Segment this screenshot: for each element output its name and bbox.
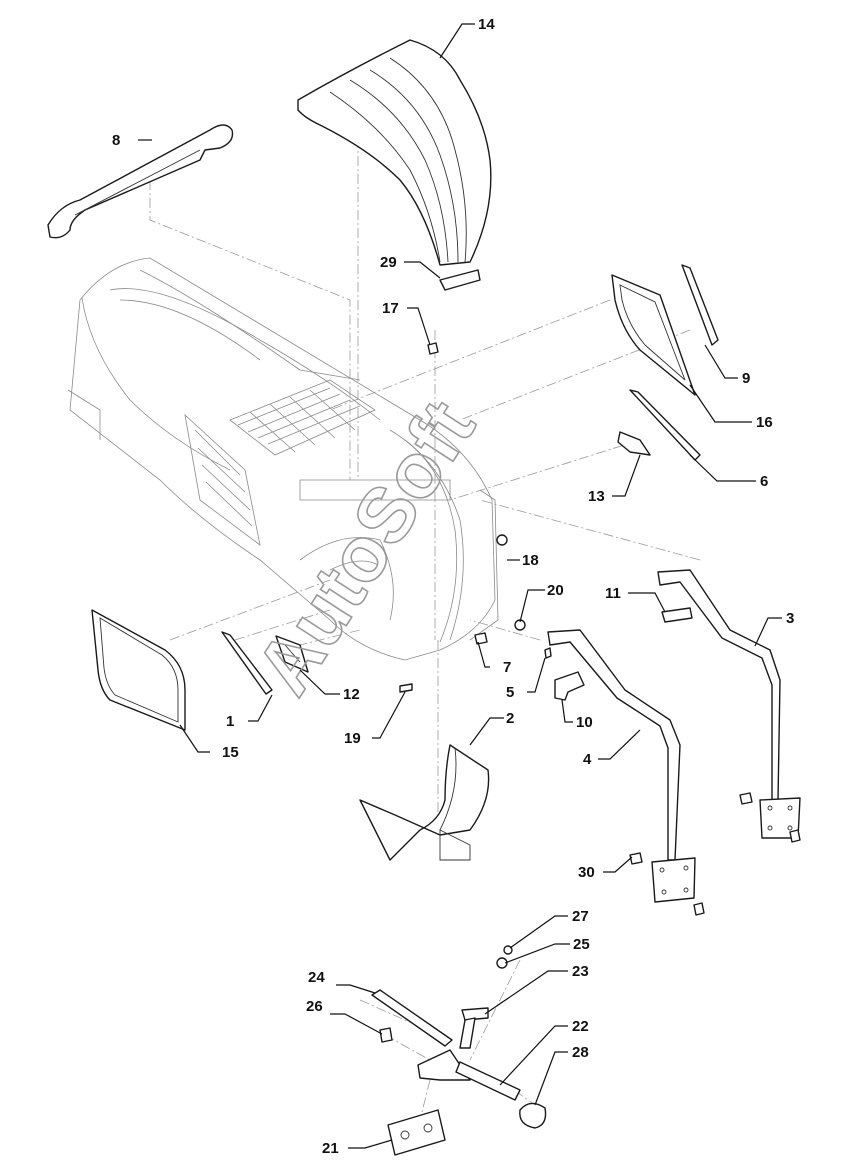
part-2-front-grille bbox=[359, 744, 490, 861]
callout-14: 14 bbox=[478, 16, 495, 33]
callout-2: 2 bbox=[506, 710, 514, 727]
callout-8: 8 bbox=[112, 132, 120, 149]
callout-1: 1 bbox=[226, 713, 234, 730]
callout-15: 15 bbox=[222, 744, 239, 761]
callout-28: 28 bbox=[572, 1044, 589, 1061]
callout-30: 30 bbox=[578, 864, 595, 881]
part-6-trim-strip bbox=[629, 389, 701, 461]
part-10-latch bbox=[554, 671, 585, 701]
callout-3: 3 bbox=[786, 610, 794, 627]
callout-19: 19 bbox=[344, 730, 361, 747]
hood-body bbox=[67, 257, 499, 661]
callout-18: 18 bbox=[522, 552, 539, 569]
callout-22: 22 bbox=[572, 1018, 589, 1035]
callout-24: 24 bbox=[308, 969, 325, 986]
part-29-bracket bbox=[439, 269, 481, 291]
part-3-support-arm bbox=[657, 569, 801, 843]
latch-assembly bbox=[371, 945, 547, 1156]
callout-20: 20 bbox=[547, 582, 564, 599]
callout-13: 13 bbox=[588, 488, 605, 505]
part-14-hood-cover bbox=[297, 39, 492, 266]
callout-21: 21 bbox=[322, 1140, 339, 1157]
part-13-clip bbox=[617, 431, 651, 456]
part-12-clip bbox=[275, 635, 309, 673]
callout-16: 16 bbox=[756, 414, 773, 431]
part-9-trim-strip bbox=[681, 264, 719, 346]
part-8-side-rail bbox=[47, 124, 234, 239]
callout-27: 27 bbox=[572, 908, 589, 925]
callout-9: 9 bbox=[742, 370, 750, 387]
hardware-small bbox=[399, 342, 552, 693]
assembly-lines bbox=[149, 120, 701, 1121]
callout-10: 10 bbox=[576, 714, 593, 731]
part-4-support-arm bbox=[547, 629, 705, 916]
part-11-clip bbox=[661, 607, 693, 623]
callout-29: 29 bbox=[380, 254, 397, 271]
part-15-side-panel bbox=[91, 609, 186, 731]
callout-6: 6 bbox=[760, 473, 768, 490]
callout-23: 23 bbox=[572, 963, 589, 980]
callout-7: 7 bbox=[503, 659, 511, 676]
part-16-panel-frame bbox=[611, 274, 696, 396]
callout-leaders bbox=[138, 23, 782, 1149]
callout-25: 25 bbox=[573, 936, 590, 953]
callout-12: 12 bbox=[343, 686, 360, 703]
callout-26: 26 bbox=[306, 998, 323, 1015]
callout-5: 5 bbox=[506, 684, 514, 701]
watermark-text: AutoSoft bbox=[238, 385, 491, 709]
callout-17: 17 bbox=[382, 300, 399, 317]
callout-11: 11 bbox=[605, 585, 621, 602]
callout-numbers: 14 8 29 17 9 16 6 13 18 20 11 3 7 1 12 5… bbox=[112, 16, 794, 1157]
part-1-trim-strip bbox=[221, 631, 273, 695]
callout-4: 4 bbox=[583, 751, 592, 768]
